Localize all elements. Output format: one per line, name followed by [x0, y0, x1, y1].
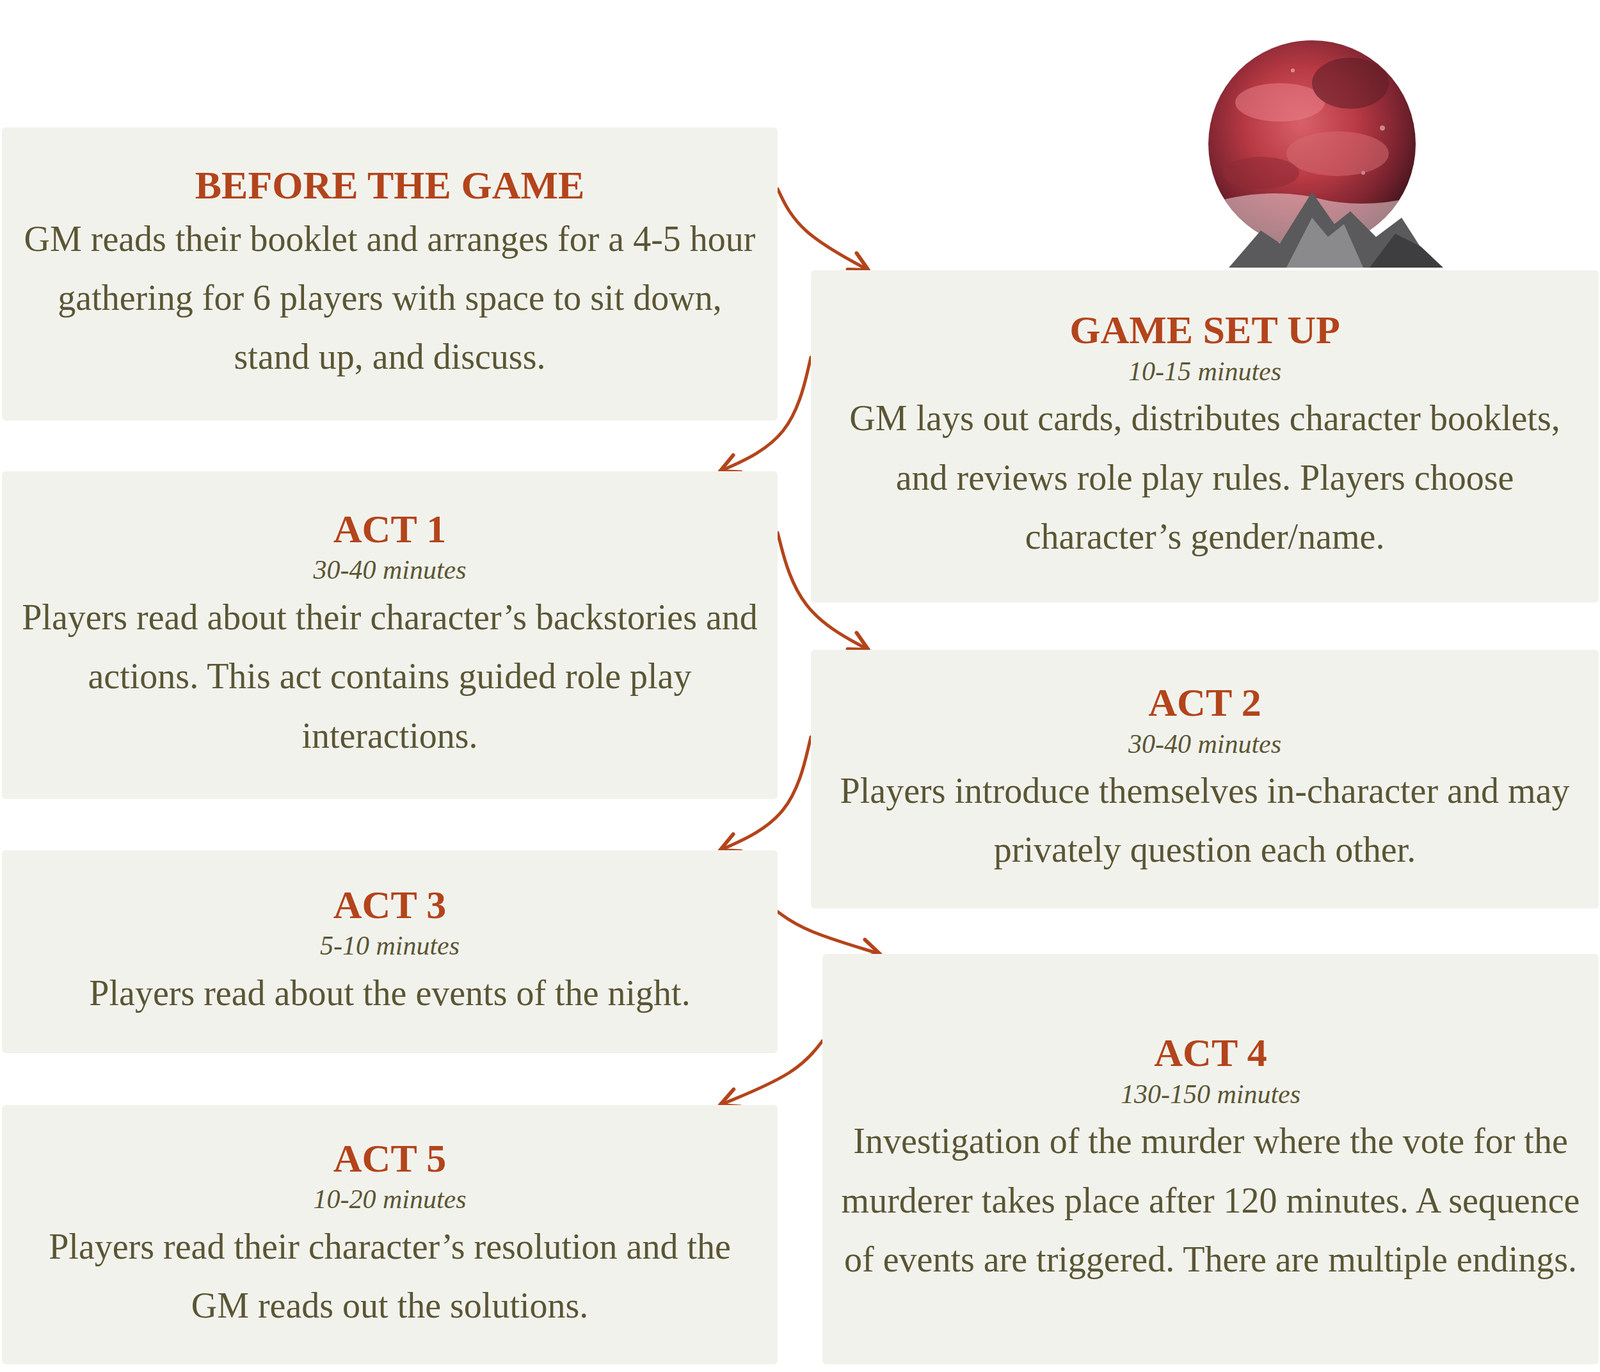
step-duration: 30-40 minutes — [312, 552, 466, 588]
step-heading: GAME SET UP — [1069, 305, 1341, 354]
step-description: Players read about their character’s bac… — [16, 587, 764, 765]
step-heading: BEFORE THE GAME — [195, 161, 585, 209]
step-description: GM lays out cards, distributes character… — [824, 388, 1585, 566]
step-heading: ACT 2 — [1148, 678, 1261, 726]
step-description: Investigation of the murder where the vo… — [836, 1111, 1585, 1289]
step-description: Players introduce themselves in-characte… — [824, 760, 1585, 880]
step-heading: ACT 1 — [333, 504, 447, 553]
step-description: Players read their character’s resolutio… — [16, 1216, 764, 1336]
step-duration: 5-10 minutes — [320, 928, 460, 964]
moon-illustration — [1190, 25, 1447, 282]
step-box: ACT 35-10 minutesPlayers read about the … — [1, 849, 778, 1053]
step-box: BEFORE THE GAMEGM reads their booklet an… — [1, 127, 778, 421]
flow-arrow — [777, 188, 869, 271]
step-heading: ACT 3 — [333, 880, 447, 928]
step-duration: 10-15 minutes — [1128, 353, 1282, 390]
step-duration: 10-20 minutes — [312, 1181, 466, 1217]
step-box: ACT 230-40 minutesPlayers introduce them… — [810, 649, 1599, 909]
step-description: Players read about the events of the nig… — [88, 963, 690, 1023]
step-box: ACT 130-40 minutesPlayers read about the… — [1, 471, 778, 799]
step-heading: ACT 4 — [1153, 1028, 1267, 1076]
step-box: ACT 4130-150 minutesInvestigation of the… — [822, 953, 1599, 1364]
step-duration: 130-150 minutes — [1120, 1076, 1301, 1112]
flow-arrow — [777, 911, 880, 954]
step-description: GM reads their booklet and arranges for … — [16, 209, 764, 387]
step-box: ACT 510-20 minutesPlayers read their cha… — [1, 1104, 778, 1364]
step-duration: 30-40 minutes — [1128, 726, 1282, 762]
step-box: GAME SET UP10-15 minutesGM lays out card… — [810, 270, 1599, 603]
step-heading: ACT 5 — [333, 1134, 447, 1182]
